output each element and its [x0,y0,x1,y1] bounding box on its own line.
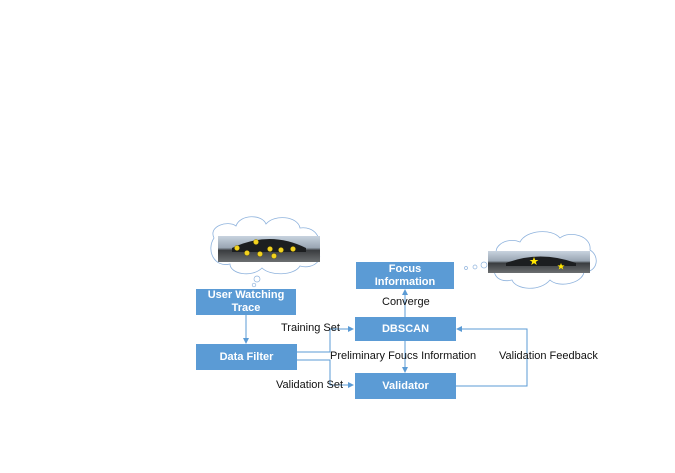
node-focus-information: Focus Information [356,262,454,289]
node-dbscan: DBSCAN [355,317,456,341]
arrow-filter-to-validator [297,359,354,388]
edge-label-converge: Converge [382,296,430,308]
node-dbscan-label: DBSCAN [381,322,430,335]
arrow-filter-to-dbscan [297,326,354,353]
edge-label-training-set: Training Set [281,322,340,334]
edge-label-preliminary: Preliminary Foucs Information [330,350,477,362]
node-validator-label: Validator [382,379,429,392]
edge-label-validation-set: Validation Set [276,379,344,391]
node-focus-information-label: Focus Information [374,262,436,288]
left-thought-cloud-icon [210,216,321,288]
arrow-validation-feedback [456,326,528,387]
star-marker-icons [529,257,565,270]
face-marker-icons [234,239,296,259]
node-user-watching-trace-label: User Watching Trace [207,289,285,314]
node-user-watching-trace: User Watching Trace [196,289,296,315]
node-data-filter: Data Filter [196,344,297,370]
edge-label-validation-feedback: Validation Feedback [499,350,598,362]
node-data-filter-label: Data Filter [219,350,274,363]
node-validator: Validator [355,373,456,399]
right-thought-cloud-icon [464,231,597,289]
